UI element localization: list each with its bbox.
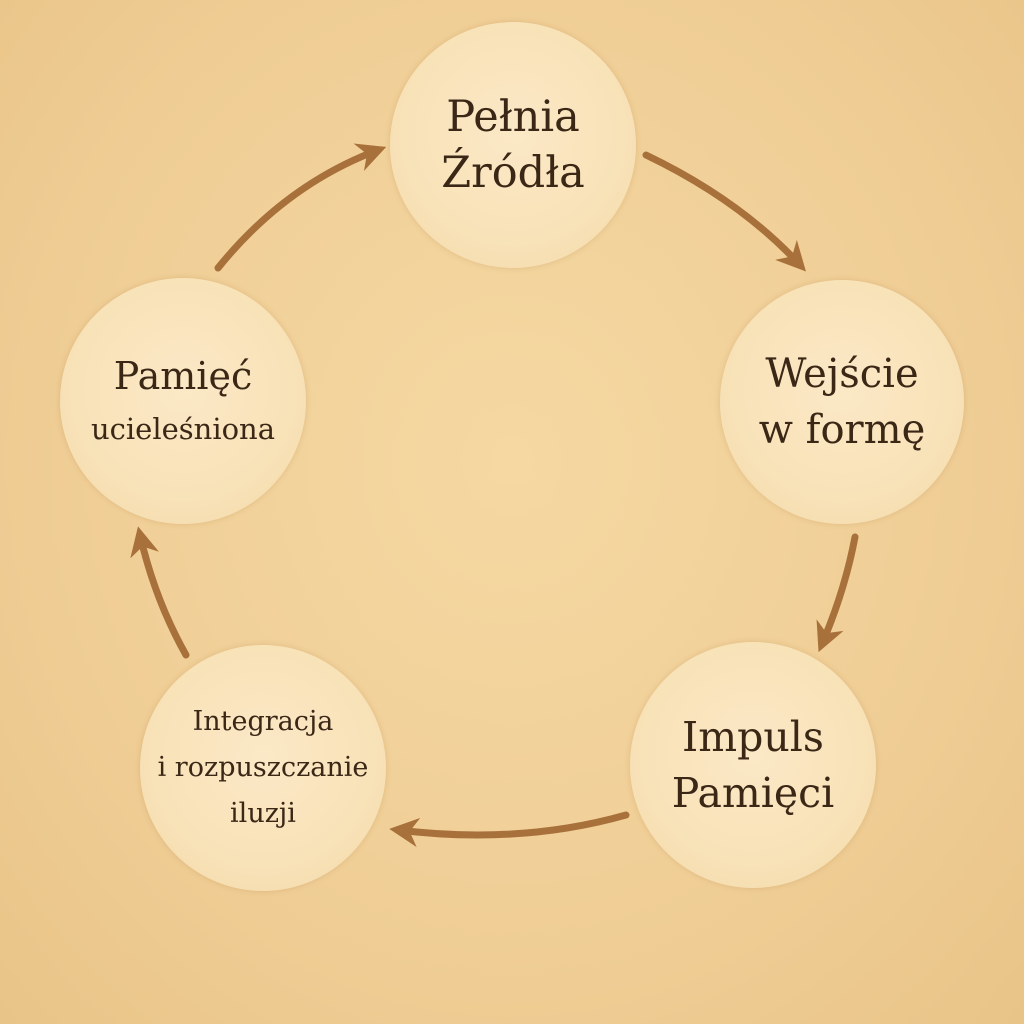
node-label-line: Wejście: [765, 351, 919, 397]
arrow-impuls-to-integracja: [389, 811, 630, 848]
node-label-line: Pełnia: [446, 92, 580, 142]
node-label-line: Pamięci: [671, 769, 835, 817]
arrow-wejscie-to-impuls: [816, 533, 859, 653]
node-integracja: Integracja i rozpuszczanie iluzji: [140, 645, 386, 891]
node-pelnia-zrodla: Pełnia Źródła: [390, 22, 636, 268]
node-label-line: i rozpuszczanie: [157, 752, 369, 783]
node-label-line: Impuls: [682, 713, 824, 761]
node-label-line: ucieleśniona: [90, 412, 276, 446]
arrow-integracja-to-pamiec: [130, 526, 190, 659]
node-label-line: iluzji: [230, 798, 296, 829]
node-pamiec-ucielesniona: Pamięć ucieleśniona: [60, 278, 306, 524]
node-label-line: w formę: [758, 407, 926, 453]
arrow-pamiec-to-pelnia: [214, 143, 387, 272]
node-label-line: Źródła: [441, 148, 585, 198]
arrow-pelnia-to-wejscie: [642, 151, 806, 272]
node-label-line: Pamięć: [113, 354, 253, 398]
node-label-line: Integracja: [192, 706, 334, 737]
node-impuls-pamieci: Impuls Pamięci: [630, 642, 876, 888]
node-wejscie-w-forme: Wejście w formę: [720, 280, 964, 524]
